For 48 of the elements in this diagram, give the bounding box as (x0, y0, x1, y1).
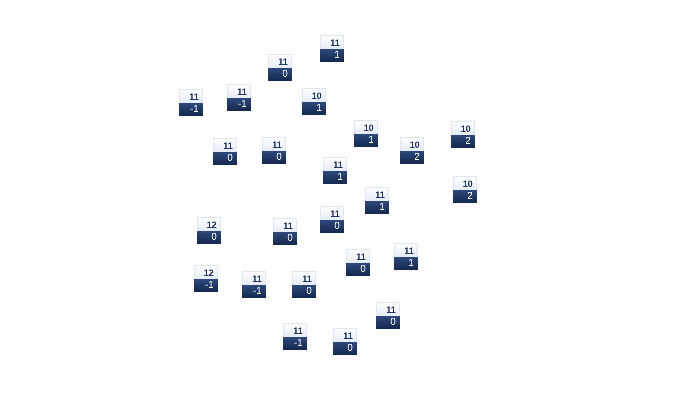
value-label: 0 (376, 316, 400, 329)
value-label: 0 (197, 231, 221, 244)
value-label: 2 (400, 151, 424, 164)
value-label: -1 (194, 279, 218, 292)
value-label: 11 (213, 138, 237, 152)
value-label: 1 (354, 134, 378, 147)
value-label: 2 (453, 190, 477, 203)
value-label: 11 (179, 89, 203, 103)
value-label: 0 (320, 220, 344, 233)
value-label: 1 (320, 49, 344, 62)
value-label: 12 (194, 265, 218, 279)
value-label: 11 (333, 328, 357, 342)
value-label: 1 (365, 201, 389, 214)
value-label: 11 (323, 157, 347, 171)
value-label: 11 (283, 323, 307, 337)
value-label: 0 (268, 68, 292, 81)
value-label: 11 (376, 302, 400, 316)
value-label: 10 (453, 176, 477, 190)
value-label: 10 (451, 121, 475, 135)
value-label: 11 (292, 271, 316, 285)
value-label: 0 (346, 263, 370, 276)
value-label: -1 (227, 98, 251, 111)
value-label: 10 (302, 88, 326, 102)
value-label: 11 (268, 54, 292, 68)
value-label: 2 (451, 135, 475, 148)
value-label: 1 (323, 171, 347, 184)
value-label: 0 (262, 151, 286, 164)
value-label: 11 (227, 84, 251, 98)
value-label: 10 (354, 120, 378, 134)
value-label: 10 (400, 137, 424, 151)
value-label: 11 (394, 243, 418, 257)
value-label: 1 (394, 257, 418, 270)
value-label: 11 (346, 249, 370, 263)
value-label: -1 (283, 337, 307, 350)
value-label: 12 (197, 217, 221, 231)
value-label: 0 (213, 152, 237, 165)
value-label: 11 (320, 206, 344, 220)
value-label: 1 (302, 102, 326, 115)
value-label: -1 (179, 103, 203, 116)
value-label: 11 (320, 35, 344, 49)
value-label: 11 (365, 187, 389, 201)
value-label: 11 (262, 137, 286, 151)
value-label: 0 (333, 342, 357, 355)
value-label: 11 (242, 271, 266, 285)
value-label: 11 (273, 218, 297, 232)
value-label: 0 (292, 285, 316, 298)
value-label: -1 (242, 285, 266, 298)
value-label: 0 (273, 232, 297, 245)
